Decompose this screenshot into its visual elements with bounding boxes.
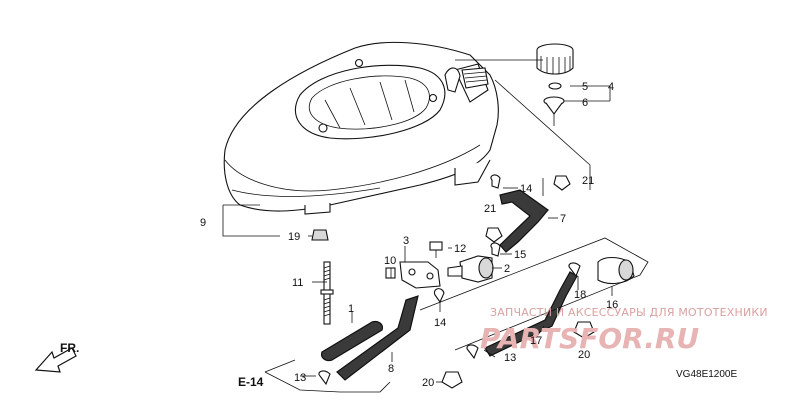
callout-4: 4 xyxy=(608,81,614,93)
fuel-tank xyxy=(223,41,499,215)
callout-10: 10 xyxy=(384,255,396,267)
valve-bracket xyxy=(399,261,441,289)
stud-bolt xyxy=(320,261,334,325)
clip-15 xyxy=(433,288,445,304)
clamp-21b xyxy=(485,227,503,243)
callout-14b: 15 xyxy=(514,249,526,261)
fuel-valve xyxy=(447,255,494,283)
callout-5: 5 xyxy=(582,81,588,93)
callout-2: 2 xyxy=(504,263,510,275)
watermark-line1: ЗАПЧАСТИ И АКСЕССУАРЫ ДЛЯ МОТОТЕХНИКИ xyxy=(490,306,768,319)
bolt-12 xyxy=(429,241,443,258)
clip-18 xyxy=(568,262,581,278)
fuel-tube xyxy=(336,295,419,381)
direction-label: FR. xyxy=(60,341,79,355)
clamp-20a xyxy=(441,371,463,389)
leader-lines xyxy=(222,59,649,393)
callout-13a: 13 xyxy=(294,372,306,384)
diagram-code: VG48E1200E xyxy=(676,369,737,380)
callout-9: 9 xyxy=(200,217,206,229)
cushion-19 xyxy=(311,229,329,241)
fuel-strainer xyxy=(543,96,565,126)
callout-15: 14 xyxy=(434,317,446,329)
callout-16: 16 xyxy=(606,299,618,311)
callout-20a: 20 xyxy=(422,377,434,389)
clip-14a xyxy=(490,174,501,189)
callout-11: 11 xyxy=(292,277,303,289)
breather-tube xyxy=(499,189,549,253)
callout-18: 18 xyxy=(574,289,586,301)
callout-19: 19 xyxy=(288,231,300,243)
clip-13b xyxy=(466,344,479,360)
fuel-hose-short xyxy=(321,320,383,362)
joint xyxy=(597,256,635,285)
callout-13b: 13 xyxy=(504,352,516,364)
front-direction-arrow: FR. xyxy=(34,341,79,373)
clip-14b xyxy=(490,242,501,257)
callout-21b: 21 xyxy=(484,203,496,215)
callout-8: 8 xyxy=(388,363,394,375)
breather-tube-lower xyxy=(484,271,578,357)
callout-3: 3 xyxy=(403,235,409,247)
section-reference: E-14 xyxy=(238,375,264,389)
callout-14a: 14 xyxy=(520,183,532,195)
callout-20b: 20 xyxy=(578,349,590,361)
cap-gasket xyxy=(548,82,562,90)
callout-21a: 21 xyxy=(582,175,594,187)
callout-7: 7 xyxy=(560,213,566,225)
clamp-21a xyxy=(553,175,571,191)
clamp-20b xyxy=(573,321,595,339)
clip-13a xyxy=(318,370,331,386)
callout-12: 12 xyxy=(454,243,466,255)
callout-1: 1 xyxy=(348,303,354,315)
callout-17: 17 xyxy=(530,335,542,347)
callout-6: 6 xyxy=(582,97,588,109)
watermark-logo: PARTSFOR.RU xyxy=(480,322,699,355)
nut-10 xyxy=(385,267,396,279)
fuel-cap xyxy=(536,43,574,75)
callout-labels: 9 19 4 5 6 14 21 7 21 15 3 12 10 2 11 1 … xyxy=(200,81,618,389)
